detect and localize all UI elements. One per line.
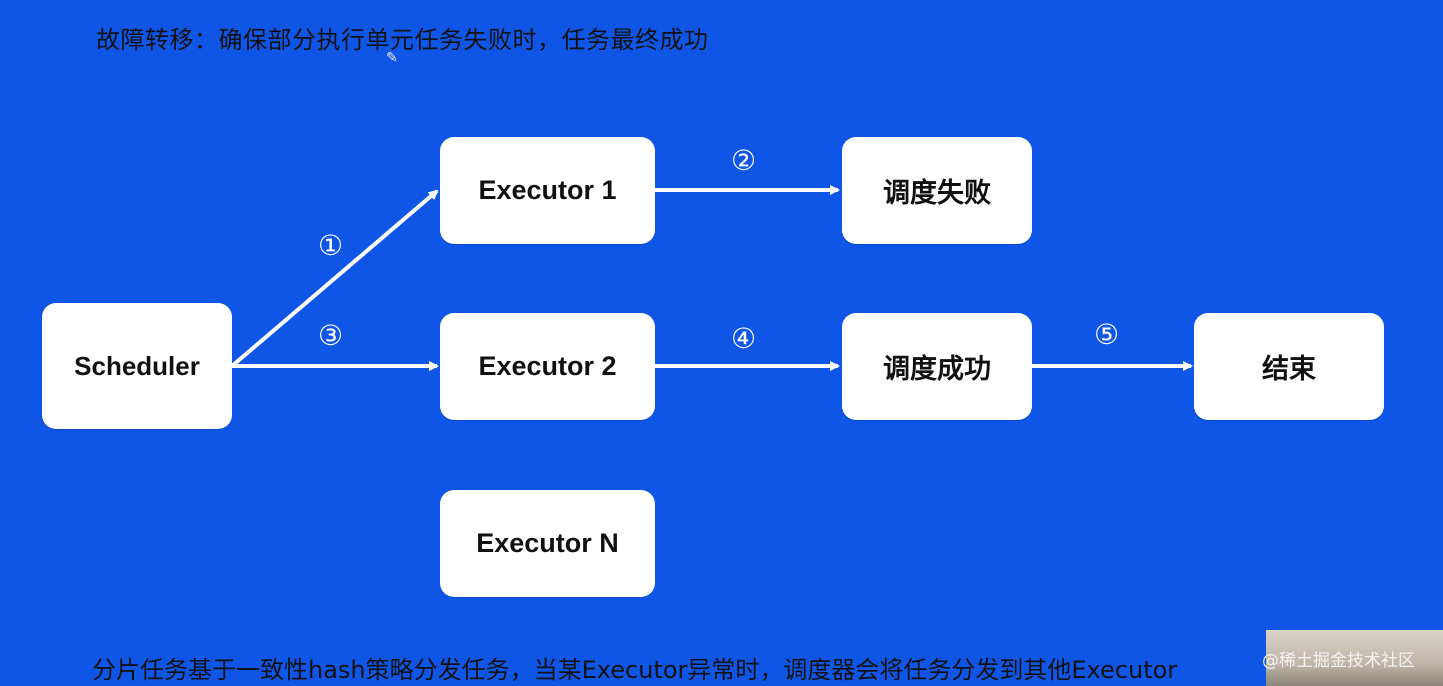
dispatch-failed-node: 调度失败 (842, 137, 1032, 244)
pencil-icon: ✎ (386, 50, 398, 66)
step-2-label: ② (731, 144, 757, 177)
executor-2-label: Executor 2 (478, 351, 617, 381)
executor-1-node: Executor 1 (440, 137, 655, 244)
scheduler-label: Scheduler (74, 350, 200, 381)
footer-description: 分片任务基于一致性hash策略分发任务，当某Executor异常时，调度器会将任… (92, 656, 1178, 684)
dispatch-failed-label: 调度失败 (883, 178, 991, 208)
executor-n-label: Executor N (476, 528, 619, 558)
webcam-overlay (1266, 630, 1443, 686)
slide-title: 故障转移：确保部分执行单元任务失败时，任务最终成功 (96, 26, 709, 54)
end-node: 结束 (1194, 313, 1384, 420)
watermark-text: @稀土掘金技术社区 (1262, 651, 1415, 671)
executor-1-label: Executor 1 (478, 175, 617, 205)
dispatch-success-node: 调度成功 (842, 313, 1032, 420)
step-5-label: ⑤ (1094, 318, 1120, 351)
executor-n-node: Executor N (440, 490, 655, 597)
step-1-label: ① (318, 229, 344, 262)
end-label: 结束 (1262, 354, 1316, 384)
scheduler-node: Scheduler (42, 303, 232, 429)
executor-2-node: Executor 2 (440, 313, 655, 420)
step-3-label: ③ (318, 319, 344, 352)
step-4-label: ④ (731, 322, 757, 355)
dispatch-success-label: 调度成功 (883, 354, 991, 384)
